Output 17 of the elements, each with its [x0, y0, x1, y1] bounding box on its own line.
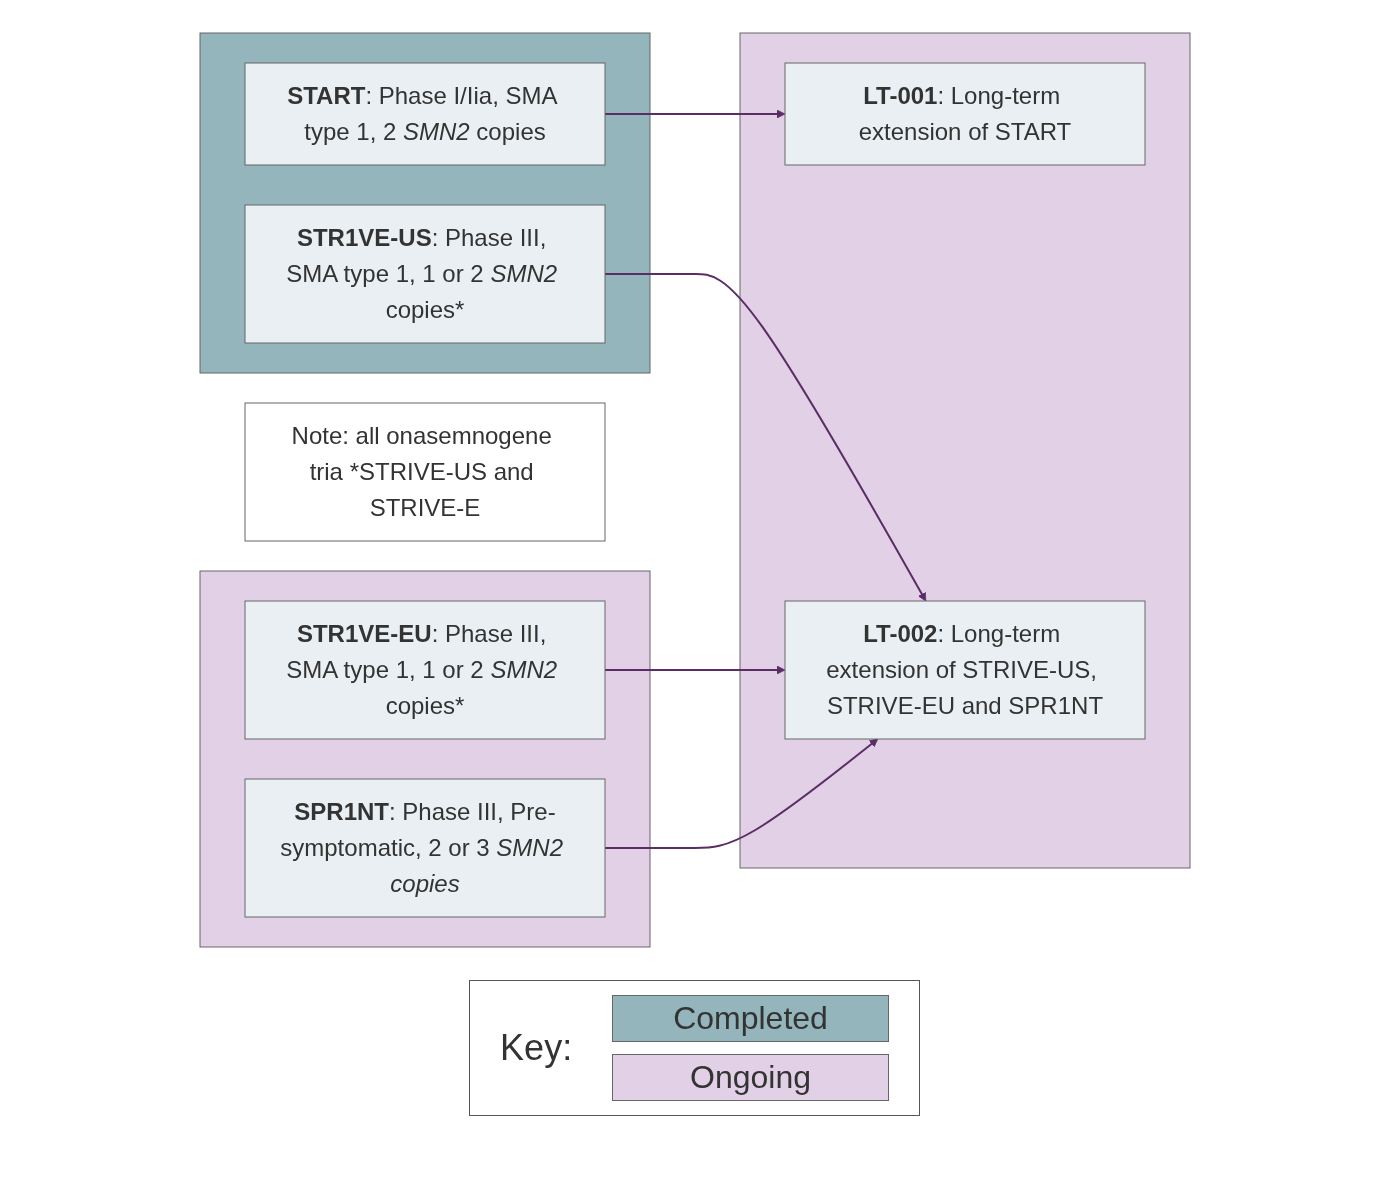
- cluster: [199, 570, 650, 948]
- arrow: [603, 109, 785, 119]
- arrow: [603, 665, 785, 675]
- node-box: SPR1NT: Phase III, Pre-symptomatic, 2 or 3 SMN2 copies: [244, 778, 605, 918]
- legend-swatch: Completed: [612, 995, 889, 1042]
- node-box: STR1VE-US: Phase III, SMA type 1, 1 or 2 SMN2 copies*: [244, 204, 605, 344]
- node-box: Note: all onasemnogene tria *STRIVE-US and STRIVE-E: [244, 402, 605, 542]
- node-box: LT-001: Long-term extension of START: [784, 62, 1145, 166]
- legend-swatch: Ongoing: [612, 1054, 889, 1101]
- arrow: [603, 738, 878, 849]
- cluster: [199, 32, 650, 374]
- node-box: STR1VE-EU: Phase III, SMA type 1, 1 or 2 SMN2 copies*: [244, 600, 605, 740]
- arrow: [603, 273, 926, 602]
- cluster: [739, 32, 1190, 869]
- node-box: START: Phase I/Iia, SMA type 1, 2 SMN2 copies: [244, 62, 605, 166]
- node-box: LT-002: Long-term extension of STRIVE-US, STRIVE-EU and SPR1NT: [784, 600, 1145, 740]
- key-label: Key:: [500, 1027, 573, 1069]
